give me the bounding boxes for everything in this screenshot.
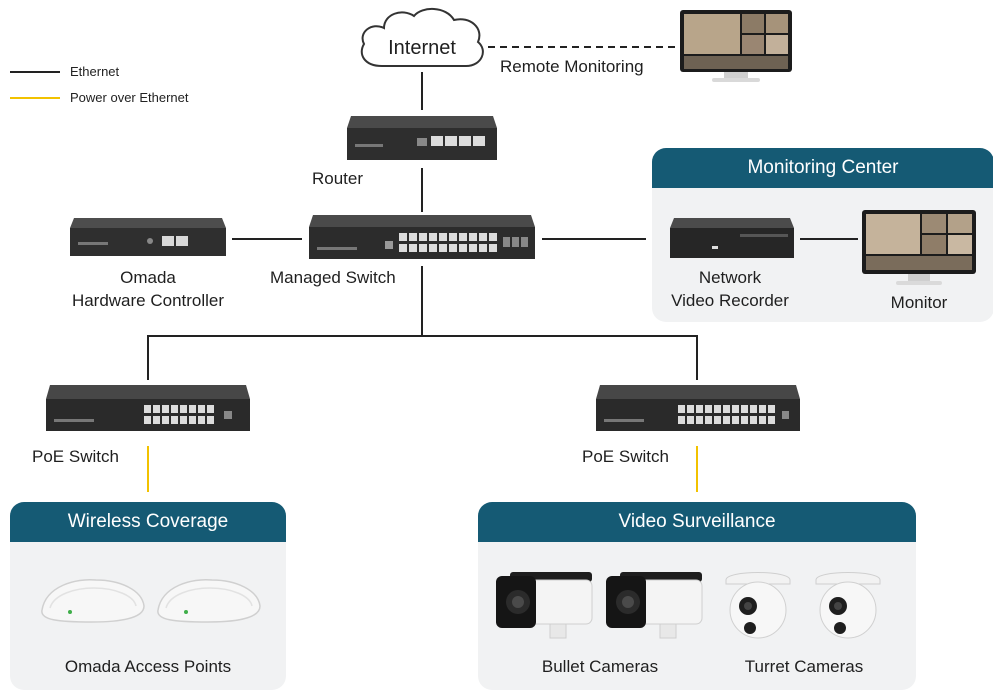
access-point-icon — [157, 578, 261, 623]
poe-switch-left-icon — [46, 385, 250, 431]
managed-switch-icon — [309, 215, 535, 259]
access-points-label: Omada Access Points — [64, 657, 232, 676]
poe-switch-right-icon — [596, 385, 800, 431]
internet-cloud-icon — [360, 8, 484, 67]
remote-monitor-icon — [680, 10, 792, 82]
turret-camera-icon — [725, 572, 791, 639]
controller-label-line2: Hardware Controller — [71, 291, 225, 310]
poe-switch-right-label: PoE Switch — [582, 447, 669, 466]
legend-poe-label: Power over Ethernet — [70, 90, 189, 105]
monitor-label: Monitor — [890, 293, 948, 312]
managed-switch-label: Managed Switch — [270, 268, 396, 287]
legend-ethernet-label: Ethernet — [70, 64, 120, 79]
legend-poe-line — [10, 97, 60, 99]
distribution-link — [147, 335, 698, 380]
bullet-camera-icon — [606, 572, 703, 639]
monitor-icon — [862, 210, 976, 285]
monitoring-center-title: Monitoring Center — [652, 148, 993, 188]
wireless-coverage-title: Wireless Coverage — [10, 502, 286, 542]
poe-switch-left-label: PoE Switch — [32, 447, 119, 466]
legend-ethernet-line — [10, 71, 60, 73]
router-label: Router — [312, 169, 364, 188]
bullet-camera-icon — [496, 572, 593, 639]
turret-camera-icon — [815, 572, 881, 639]
remote-monitoring-label: Remote Monitoring — [500, 57, 644, 76]
hardware-controller-icon — [70, 218, 226, 256]
router-icon — [347, 116, 497, 160]
internet-label: Internet — [388, 37, 456, 59]
nvr-label-line1: Network — [698, 268, 762, 287]
video-surveillance-title: Video Surveillance — [478, 502, 916, 542]
controller-label-line1: Omada — [120, 268, 176, 287]
nvr-label-line2: Video Recorder — [671, 291, 789, 310]
nvr-icon — [670, 218, 794, 258]
access-point-icon — [41, 578, 145, 623]
turret-cameras-label: Turret Cameras — [744, 657, 864, 676]
bullet-cameras-label: Bullet Cameras — [541, 657, 659, 676]
